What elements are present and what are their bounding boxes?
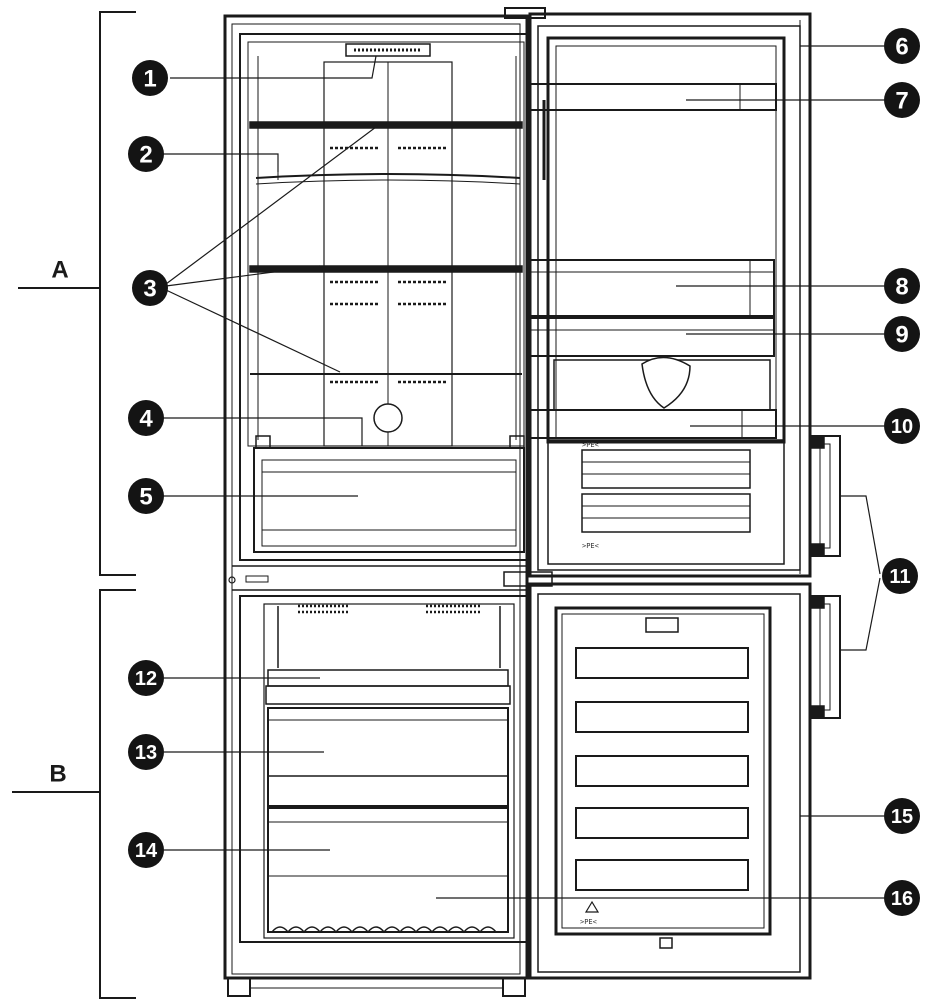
svg-text:13: 13	[135, 742, 157, 764]
callout-16: 16	[884, 880, 920, 916]
door-handle-lower	[809, 595, 841, 719]
svg-text:16: 16	[891, 888, 913, 910]
svg-text:15: 15	[891, 806, 913, 828]
svg-text:3: 3	[143, 276, 156, 303]
svg-text:7: 7	[895, 88, 908, 115]
drain-outlet	[361, 403, 403, 446]
svg-text:4: 4	[139, 406, 153, 433]
svg-text:12: 12	[135, 668, 157, 690]
callout-13: 13	[128, 734, 164, 770]
callout-12: 12	[128, 660, 164, 696]
callout-7: 7	[884, 82, 920, 118]
svg-text:2: 2	[139, 142, 152, 169]
svg-text:5: 5	[139, 484, 152, 511]
air-vents	[330, 146, 446, 384]
svg-text:9: 9	[895, 322, 908, 349]
light-thermostat	[345, 43, 431, 57]
callout-2: 2	[128, 136, 164, 172]
door-balcony-top	[529, 83, 777, 111]
freezer-drawer-middle	[267, 707, 509, 807]
section-bracket-a	[18, 11, 136, 576]
door-balcony-middle	[527, 259, 775, 317]
callout-11: 11	[882, 558, 918, 594]
control-strip	[228, 565, 553, 591]
callout-10: 10	[884, 408, 920, 444]
section-label-b: B	[49, 761, 66, 788]
door-handle-upper	[809, 435, 841, 557]
glass-shelves	[249, 121, 523, 375]
freezer-door-symbol	[584, 900, 673, 949]
door-balcony-lower	[529, 317, 775, 357]
callout-8: 8	[884, 268, 920, 304]
freezer-door-ridges	[575, 647, 749, 891]
svg-text:14: 14	[135, 840, 158, 862]
fridge-door-lower-panel	[547, 439, 785, 565]
door-mark-bottom: >PE<	[582, 542, 599, 550]
callout-3: 3	[132, 270, 168, 306]
svg-text:1: 1	[143, 66, 156, 93]
callout-5: 5	[128, 478, 164, 514]
callout-6: 6	[884, 28, 920, 64]
svg-text:6: 6	[895, 34, 908, 61]
crisper-drawer	[253, 435, 525, 553]
fridge-door	[528, 12, 812, 578]
section-bracket-b	[12, 589, 136, 999]
svg-text:11: 11	[889, 566, 910, 588]
freezer-shelf	[265, 669, 511, 705]
svg-text:10: 10	[891, 416, 913, 438]
cabinet	[223, 7, 546, 997]
freezer-door-mark: >PE<	[580, 918, 597, 926]
callout-4: 4	[128, 400, 164, 436]
callout-1: 1	[132, 60, 168, 96]
leader-lines	[162, 45, 884, 899]
callout-9: 9	[884, 316, 920, 352]
freezer-compartment	[239, 595, 531, 943]
door-mark-top: >PE<	[582, 441, 599, 449]
freezer-door	[528, 582, 812, 980]
freezer-drawer-bottom	[267, 807, 509, 934]
section-label-a: A	[51, 257, 68, 284]
svg-text:8: 8	[895, 274, 908, 301]
callout-14: 14	[128, 832, 164, 868]
door-balcony-bottle	[527, 409, 777, 439]
callout-15: 15	[884, 798, 920, 834]
fridge-compartment	[239, 33, 531, 561]
bottle-holder	[553, 356, 771, 411]
